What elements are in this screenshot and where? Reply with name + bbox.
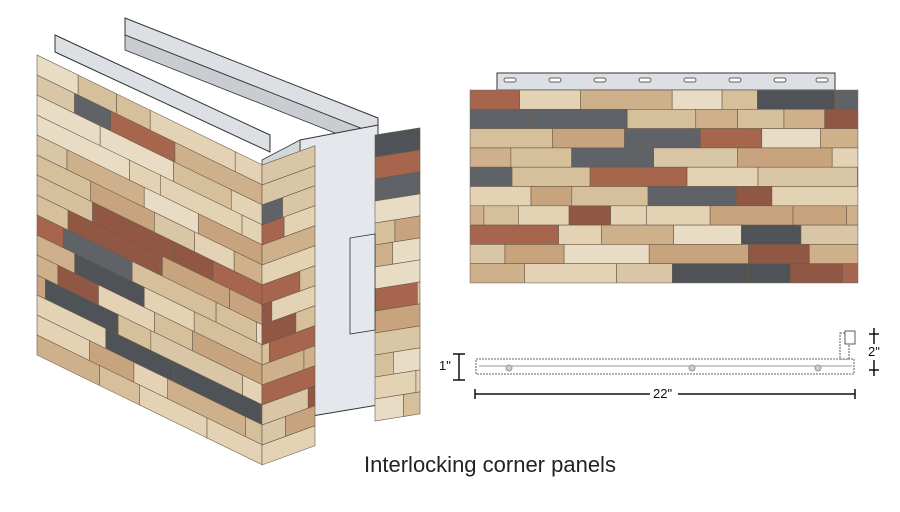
stone	[771, 186, 858, 207]
stone	[374, 219, 396, 246]
stone	[416, 281, 421, 305]
stone	[737, 147, 833, 168]
stone	[470, 128, 553, 149]
stone	[721, 90, 758, 110]
stone	[748, 244, 810, 264]
flat-panel-front-view	[469, 72, 859, 284]
caption: Interlocking corner panels	[364, 452, 616, 477]
nail-slot	[503, 77, 517, 83]
stone	[256, 321, 263, 346]
stone	[673, 224, 742, 245]
stone	[846, 205, 858, 226]
stone	[374, 241, 393, 268]
stone	[748, 263, 791, 283]
depth-dimension-label: 1"	[437, 358, 453, 373]
nail-slot	[683, 77, 697, 83]
stone	[761, 128, 821, 149]
stone	[695, 109, 738, 129]
stone	[374, 351, 394, 378]
stone	[571, 186, 649, 207]
stone	[552, 128, 625, 149]
dimension-lines	[453, 328, 879, 399]
stone	[518, 205, 570, 226]
stone	[403, 391, 421, 417]
stone	[261, 301, 273, 326]
stone	[470, 166, 513, 187]
stone	[530, 186, 573, 207]
panel-profile-drawing	[475, 330, 856, 375]
left-panel-front-face	[36, 54, 263, 466]
stone	[524, 263, 617, 283]
stone	[261, 425, 316, 466]
left-mounting-flange	[54, 17, 379, 153]
left-panel-side-face	[261, 145, 316, 466]
stone	[737, 109, 785, 129]
stone	[261, 341, 270, 366]
stone	[504, 244, 565, 264]
stone	[671, 90, 723, 110]
stone	[470, 90, 520, 110]
stone	[571, 147, 654, 168]
stone	[741, 224, 802, 245]
stone	[800, 224, 858, 245]
stone	[393, 347, 421, 375]
stone	[792, 205, 848, 226]
stone	[558, 224, 602, 245]
stone	[394, 215, 421, 243]
stone	[757, 166, 858, 187]
nail-slot	[728, 77, 742, 83]
stone	[757, 90, 835, 110]
stone	[735, 186, 773, 207]
stone	[470, 224, 559, 245]
nail-slot	[815, 77, 829, 83]
stone	[616, 263, 673, 283]
stone	[653, 147, 738, 168]
nail-slot	[638, 77, 652, 83]
stone	[589, 166, 688, 187]
mating-corner-piece	[374, 127, 421, 422]
stone	[601, 224, 674, 245]
stone	[626, 109, 697, 129]
nail-slot	[773, 77, 787, 83]
stone	[374, 394, 404, 422]
stone	[470, 147, 512, 168]
stone	[789, 263, 843, 283]
stone	[530, 109, 628, 129]
stone	[820, 128, 858, 149]
nail-slot	[593, 77, 607, 83]
stone	[672, 263, 749, 283]
nail-slot	[548, 77, 562, 83]
stone	[511, 166, 591, 187]
stone	[470, 205, 485, 226]
stone	[563, 244, 650, 264]
stone	[519, 90, 581, 110]
stone	[686, 166, 759, 187]
stone	[699, 128, 763, 149]
stone	[709, 205, 794, 226]
width-dimension-label: 22"	[651, 386, 675, 401]
stone	[610, 205, 647, 226]
stone	[624, 128, 701, 149]
stone	[824, 109, 858, 129]
stone	[307, 385, 316, 409]
stone	[483, 205, 519, 226]
stone	[647, 186, 737, 207]
stone	[648, 244, 749, 264]
interlock-notch	[349, 233, 376, 335]
stone	[510, 147, 572, 168]
stone	[470, 186, 532, 207]
stone	[470, 244, 506, 264]
stone	[470, 109, 531, 129]
return-dimension-label: 2"	[866, 344, 882, 359]
stone	[568, 205, 611, 226]
stone	[842, 263, 858, 283]
stone	[646, 205, 711, 226]
stone	[415, 369, 421, 393]
stone	[831, 147, 858, 168]
stone	[808, 244, 858, 264]
stone	[470, 263, 526, 283]
stone	[834, 90, 858, 110]
stone	[783, 109, 826, 129]
stone	[580, 90, 673, 110]
